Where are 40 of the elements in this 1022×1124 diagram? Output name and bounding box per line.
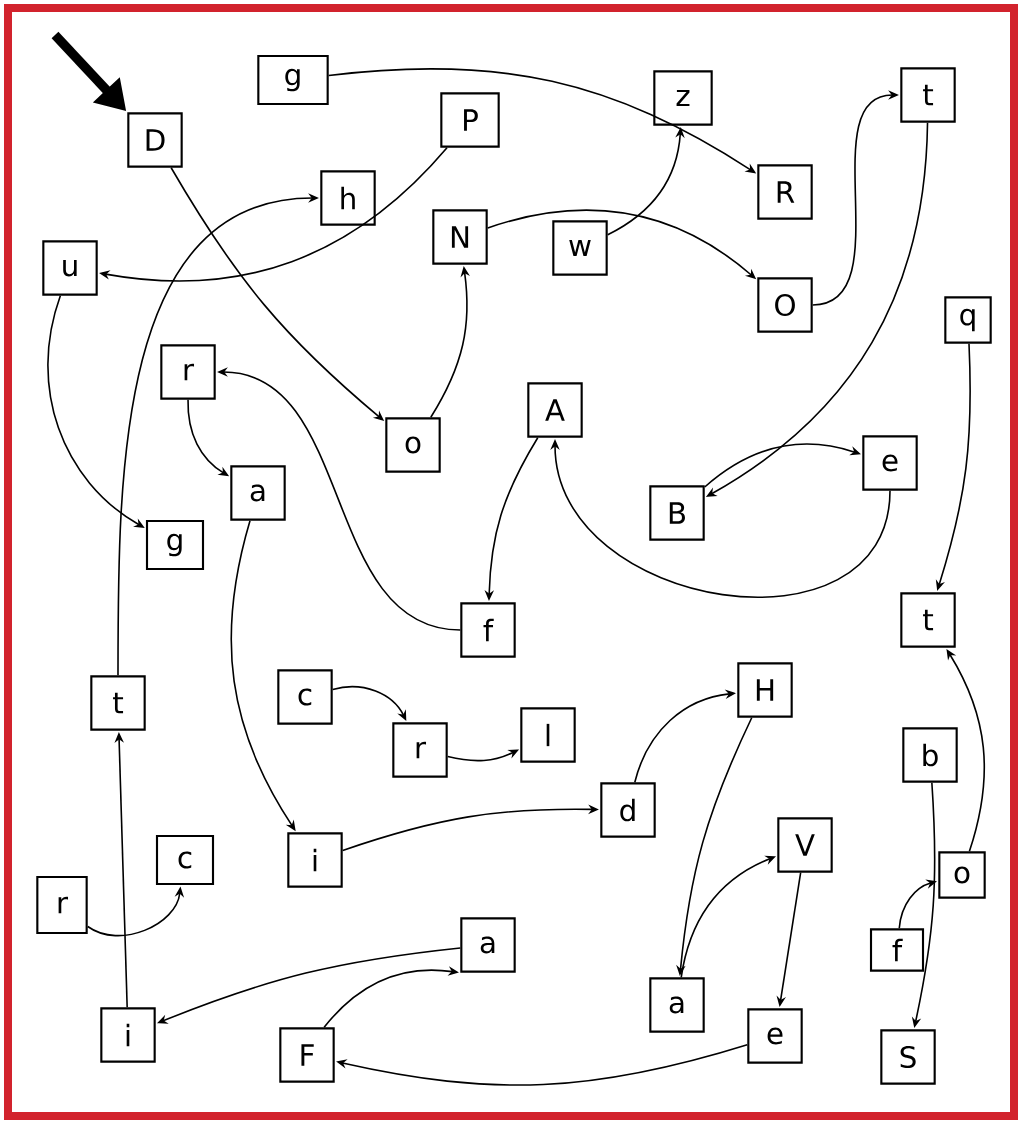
letter-box: l [520,707,576,763]
letter-box: g [257,54,329,106]
letter-box: e [862,435,918,491]
letter-box: f [460,602,516,658]
letter-box: o [938,851,986,899]
letter-box: a [460,917,516,973]
letter-box: a [230,465,286,521]
letter-box: o [385,417,441,473]
letter-box: z [653,70,713,126]
letter-box: r [160,344,216,400]
letter-box: V [777,817,833,873]
letter-box: i [287,832,343,888]
letter-box: S [880,1029,936,1085]
letter-box: D [127,112,183,168]
letter-box: u [42,240,98,296]
letter-box: R [757,164,813,220]
letter-box: a [649,977,705,1033]
letter-box: f [869,928,925,972]
letter-box: O [757,277,813,333]
letter-box: N [432,209,488,265]
letter-box: t [900,67,956,123]
letter-box: e [747,1008,803,1064]
letter-box: q [944,296,992,344]
letter-box: F [279,1027,335,1083]
letter-box: t [90,675,146,731]
letter-box: g [145,519,205,571]
letter-box: t [900,592,956,648]
letter-box: r [36,875,88,935]
letter-box: c [155,834,215,886]
letter-box: H [737,662,793,718]
letter-box: A [527,382,583,438]
letter-box: d [600,782,656,838]
letter-box: h [320,170,376,226]
letter-box: c [277,669,333,725]
letter-box: i [100,1007,156,1063]
letter-box: r [392,722,448,778]
letter-box: b [902,727,958,783]
letter-box: B [649,485,705,541]
letter-box: w [552,220,608,276]
letter-box: P [440,92,500,148]
